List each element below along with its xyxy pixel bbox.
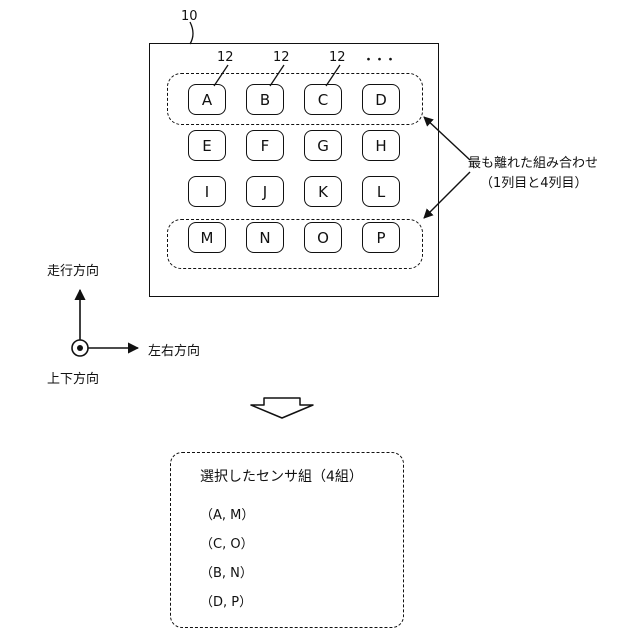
vertical-direction-icon: [72, 340, 88, 356]
sensor-m: M: [188, 222, 226, 253]
device-leader-line: [190, 22, 193, 44]
sensor-k: K: [304, 176, 342, 207]
device-reference-label: 10: [181, 9, 198, 24]
sensor-h: H: [362, 130, 400, 161]
sensor-reference-label: 12: [329, 50, 346, 65]
sensor-l: L: [362, 176, 400, 207]
lateral-direction-label: 左右方向: [148, 340, 200, 359]
selected-sensor-pairs-title: 選択したセンサ組（4組）: [200, 466, 363, 486]
sensor-i: I: [188, 176, 226, 207]
sensor-d: D: [362, 84, 400, 115]
sensor-p: P: [362, 222, 400, 253]
selected-pair: （A, M）: [200, 504, 254, 523]
sensor-c: C: [304, 84, 342, 115]
selected-pair: （D, P）: [200, 591, 252, 610]
travel-direction-label: 走行方向: [47, 260, 99, 279]
sensor-o: O: [304, 222, 342, 253]
sensor-reference-label: 12: [273, 50, 290, 65]
vertical-direction-label: 上下方向: [47, 368, 99, 387]
sensor-e: E: [188, 130, 226, 161]
selected-pair: （C, O）: [200, 533, 254, 552]
farthest-combination-label: 最も離れた組み合わせ: [468, 152, 598, 171]
sensor-g: G: [304, 130, 342, 161]
sensor-a: A: [188, 84, 226, 115]
sensor-j: J: [246, 176, 284, 207]
sensor-n: N: [246, 222, 284, 253]
ellipsis-label: ・・・: [362, 49, 395, 68]
sensor-f: F: [246, 130, 284, 161]
farthest-combination-note: （1列目と4列目）: [480, 172, 588, 191]
down-arrow-icon: [251, 398, 313, 418]
sensor-reference-label: 12: [217, 50, 234, 65]
sensor-b: B: [246, 84, 284, 115]
selected-pair: （B, N）: [200, 562, 253, 581]
